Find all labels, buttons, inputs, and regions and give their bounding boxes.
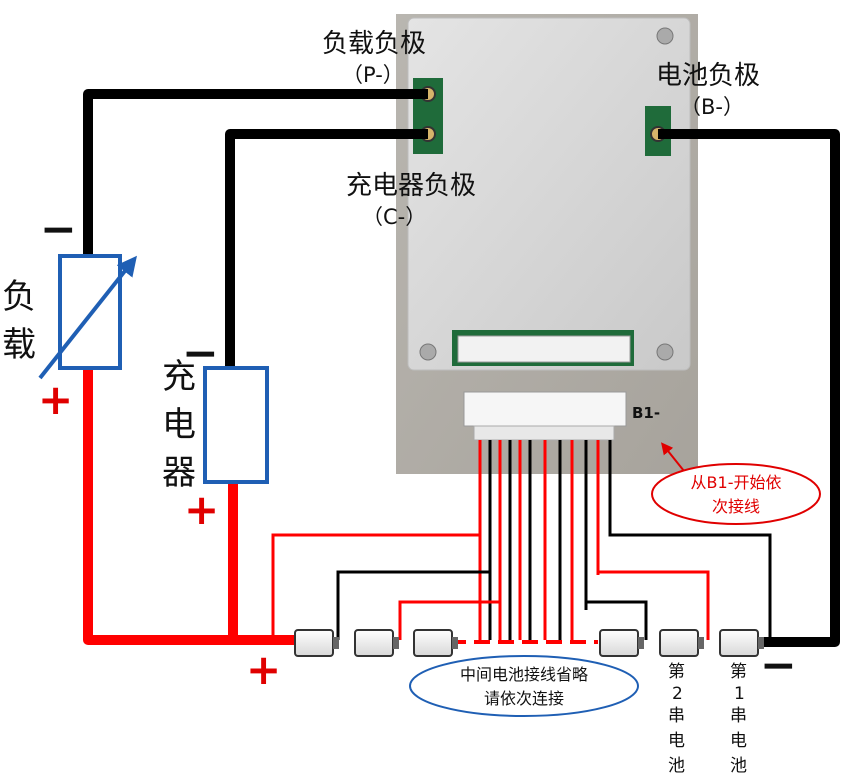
cell-2-label-char: 2 (672, 684, 683, 704)
charger-negative-code: （C-） (362, 205, 426, 229)
load-symbol (38, 254, 137, 380)
load-plus-sign: + (38, 375, 73, 424)
cell-1-label-char: 1 (734, 684, 745, 704)
battery-cells (294, 629, 764, 657)
charger-char-2: 电 (162, 405, 196, 445)
pack-plus-sign: + (246, 645, 281, 694)
screw-icon (656, 343, 674, 361)
bms-board (396, 14, 698, 474)
battery-cell (354, 629, 399, 657)
load-char-2: 载 (2, 325, 36, 365)
balance-routing (271, 440, 772, 640)
cell-1-label-char: 池 (730, 756, 747, 776)
cell-1-label: 第 1 串 电 池 (730, 662, 747, 776)
load-negative-label: 负载负极 (322, 29, 426, 59)
negative-wires (83, 89, 840, 647)
middle-note-line2: 请依次连接 (484, 689, 564, 708)
middle-note-bubble (409, 655, 639, 717)
cell-2-label-char: 第 (668, 662, 685, 682)
battery-cell (294, 629, 339, 657)
balance-plug (463, 391, 627, 427)
battery-cell-1 (719, 629, 764, 657)
charger-plus-sign: + (184, 485, 219, 534)
cell-1-label-char: 串 (730, 706, 747, 726)
battery-cell (413, 629, 458, 657)
variable-arrow-icon (38, 255, 137, 380)
b1-label: B1- (632, 404, 660, 422)
battery-cell (599, 629, 644, 657)
screw-icon (419, 343, 437, 361)
cell-2-label-char: 池 (668, 756, 685, 776)
battery-cell-2 (659, 629, 704, 657)
cell-1-label-char: 电 (730, 731, 747, 751)
load-negative-code: （P-） (342, 63, 404, 87)
b1-note-line1: 从B1-开始依 (691, 473, 782, 492)
cell-2-label: 第 2 串 电 池 (668, 662, 685, 776)
middle-note-line1: 中间电池接线省略 (460, 665, 588, 684)
b1-note-bubble (651, 463, 821, 525)
positive-wires (83, 366, 300, 645)
screw-icon (656, 27, 674, 45)
cell-2-label-char: 串 (668, 706, 685, 726)
charger-char-1: 充 (162, 357, 196, 397)
cell-2-label-char: 电 (668, 731, 685, 751)
pack-minus-sign: − (760, 640, 797, 691)
charger-char-3: 器 (162, 453, 196, 493)
battery-negative-label: 电池负极 (656, 61, 760, 91)
load-minus-sign: − (40, 204, 77, 255)
b1-note-line2: 次接线 (712, 497, 760, 516)
charger-negative-label: 充电器负极 (346, 171, 476, 201)
load-char-1: 负 (2, 277, 36, 317)
cell-1-label-char: 第 (730, 662, 747, 682)
battery-negative-code: （B-） (680, 95, 744, 119)
charger-symbol (203, 366, 269, 484)
charger-minus-sign: − (182, 328, 219, 379)
